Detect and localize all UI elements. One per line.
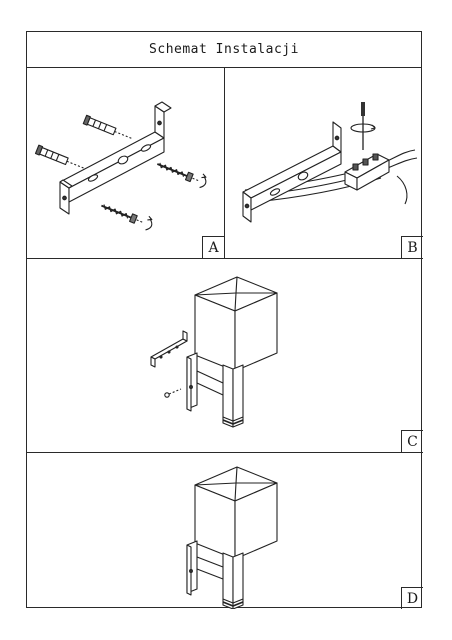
panel-b-label: B xyxy=(401,236,423,258)
panel-d-label: D xyxy=(401,587,423,609)
panel-a-label: A xyxy=(202,236,224,258)
panel-a: A xyxy=(27,68,225,259)
fixture-attachment-illustration xyxy=(27,259,423,453)
bracket-mounting-illustration xyxy=(27,68,225,259)
panel-c: C xyxy=(27,259,423,453)
instruction-sheet: Schemat Instalacji xyxy=(26,31,423,609)
panel-d: D xyxy=(27,453,423,609)
panel-b: B xyxy=(225,68,423,259)
wiring-illustration xyxy=(225,68,423,259)
page-title: Schemat Instalacji xyxy=(27,32,421,68)
installed-fixture-illustration xyxy=(27,453,423,609)
panel-c-label: C xyxy=(401,430,423,452)
